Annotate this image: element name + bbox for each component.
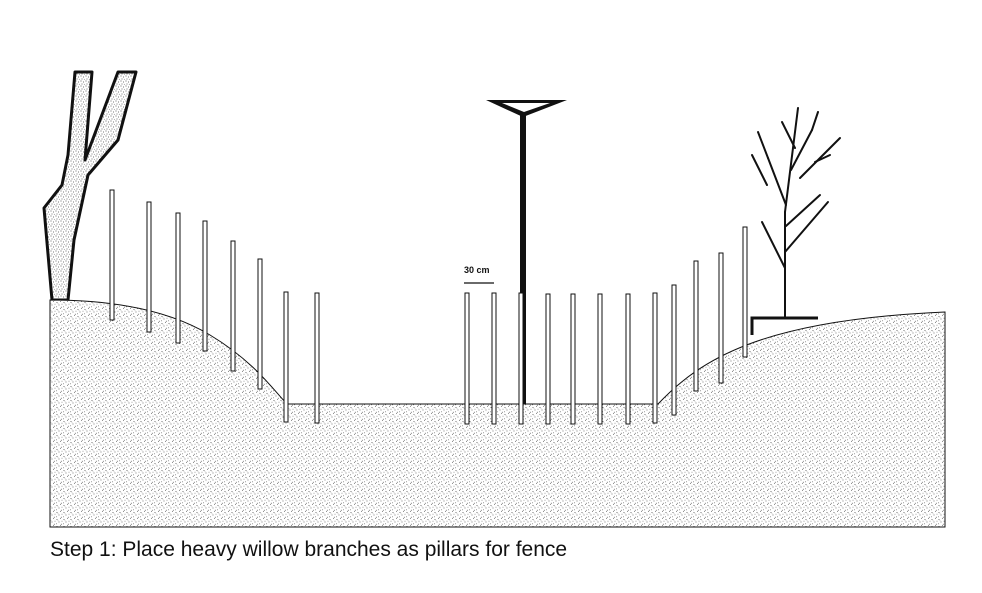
- ground-profile: [49, 299, 946, 528]
- pillar: [491, 292, 497, 425]
- diagram-caption: Step 1: Place heavy willow branches as p…: [50, 538, 568, 561]
- pillar: [693, 260, 699, 392]
- pillar: [109, 189, 115, 321]
- pillar: [314, 292, 320, 424]
- pillar: [230, 240, 236, 372]
- bird-perch-icon: [486, 100, 567, 404]
- pillars-right-bank: [671, 226, 748, 416]
- pillar: [625, 293, 631, 425]
- pillar: [671, 284, 677, 416]
- pillar: [146, 201, 152, 333]
- pillar: [202, 220, 208, 352]
- sapling-base-bracket: [750, 316, 818, 335]
- pillars-stream-bed: [464, 292, 658, 425]
- pillar: [597, 293, 603, 425]
- pillar: [175, 212, 181, 344]
- pillar: [652, 292, 658, 424]
- pillar: [742, 226, 748, 358]
- pillar: [518, 292, 524, 425]
- scale-label: 30 cm: [464, 265, 490, 275]
- pillar: [464, 292, 470, 425]
- tree-trunk-icon: [42, 70, 138, 302]
- pillar: [570, 293, 576, 425]
- pillar: [545, 293, 551, 425]
- pillar: [718, 252, 724, 384]
- sapling-tree-icon: [751, 107, 841, 319]
- pillars-left-bank: [109, 189, 320, 424]
- pillar: [257, 258, 263, 390]
- pillar: [283, 291, 289, 423]
